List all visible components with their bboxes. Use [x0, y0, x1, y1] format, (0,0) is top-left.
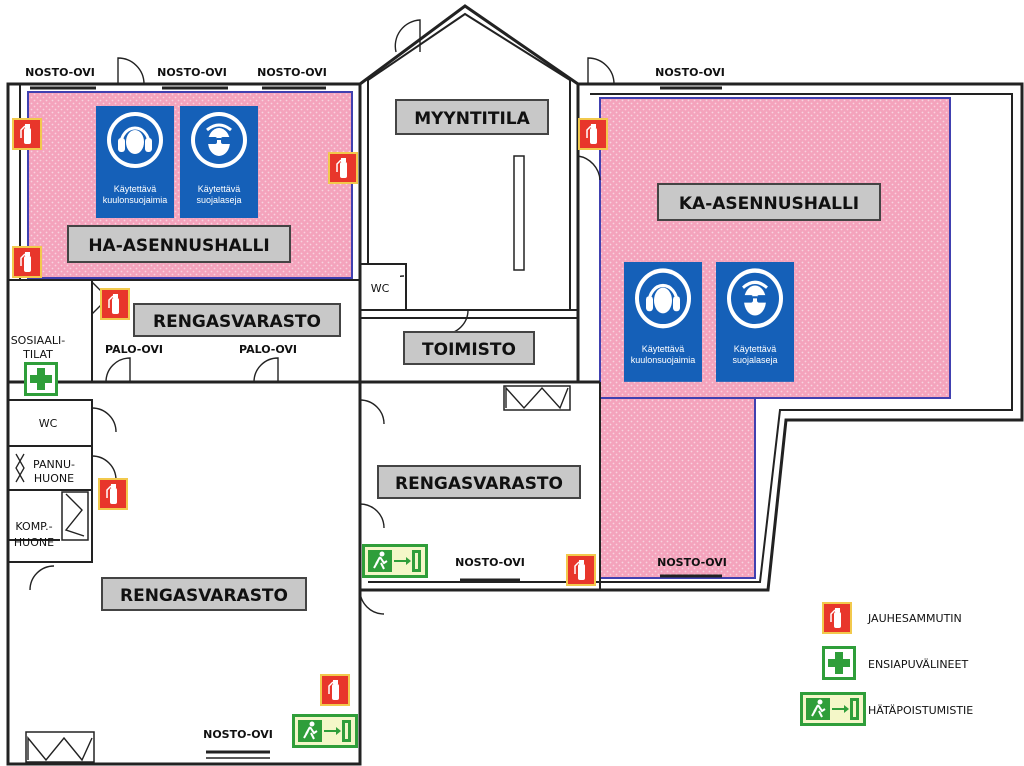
emergency-exit-icon	[291, 713, 359, 749]
svg-text:MYYNTITILA: MYYNTITILA	[414, 109, 530, 129]
first-aid-icon	[24, 362, 58, 396]
nosto-ovi-label-5: NOSTO-OVI	[455, 556, 525, 569]
toimisto-label: TOIMISTO	[403, 331, 535, 365]
legend-exit: HÄTÄPOISTUMISTIE	[799, 691, 973, 727]
svg-text:JAUHESAMMUTIN: JAUHESAMMUTIN	[867, 612, 962, 625]
emergency-exit-icon	[361, 543, 429, 579]
svg-text:suojalaseja: suojalaseja	[196, 195, 241, 205]
nosto-ovi-label-1: NOSTO-OVI	[25, 66, 95, 79]
sosiaalitilat-label-line1: SOSIAALI-	[11, 334, 66, 347]
legend-first-aid: ENSIAPUVÄLINEET	[822, 646, 968, 680]
fire-extinguisher-icon	[327, 151, 359, 185]
door-labels: NOSTO-OVI NOSTO-OVI NOSTO-OVI NOSTO-OVI …	[25, 66, 727, 741]
hearing-protection-sign-ha: Käytettävä kuulonsuojaimia	[94, 104, 176, 220]
rengasvarasto-lower-label: RENGASVARASTO	[101, 577, 307, 611]
wc-label-upper: WC	[364, 272, 400, 300]
svg-text:ENSIAPUVÄLINEET: ENSIAPUVÄLINEET	[868, 658, 968, 671]
nosto-ovi-label-4: NOSTO-OVI	[655, 66, 725, 79]
hearing-protection-sign-ka: Käytettävä kuulonsuojaimia	[622, 260, 704, 384]
walls	[6, 4, 1024, 766]
goggles-sign-ha: Käytettävä suojalaseja	[178, 104, 260, 220]
svg-text:Käytettävä: Käytettävä	[114, 184, 157, 194]
svg-text:kuulonsuojaimia: kuulonsuojaimia	[631, 355, 696, 365]
svg-text:RENGASVARASTO: RENGASVARASTO	[395, 474, 563, 494]
fire-extinguisher-icon	[97, 477, 129, 511]
goggles-sign-ka: Käytettävä suojalaseja	[714, 260, 796, 384]
room-labels: HA-ASENNUSHALLI KA-ASENNUSHALLI MYYNTITI…	[11, 99, 881, 611]
svg-text:kuulonsuojaimia: kuulonsuojaimia	[103, 195, 168, 205]
kompuhuone-label-line1: KOMP.-	[15, 520, 52, 533]
wc-label-lower: WC	[39, 417, 58, 430]
ha-hall-label: HA-ASENNUSHALLI	[67, 225, 291, 263]
svg-text:RENGASVARASTO: RENGASVARASTO	[153, 312, 321, 332]
nosto-ovi-label-7: NOSTO-OVI	[203, 728, 273, 741]
svg-text:suojalaseja: suojalaseja	[732, 355, 777, 365]
nosto-ovi-label-6: NOSTO-OVI	[657, 556, 727, 569]
myyntitila-label: MYYNTITILA	[395, 99, 549, 135]
svg-text:HA-ASENNUSHALLI: HA-ASENNUSHALLI	[88, 236, 269, 256]
fire-extinguisher-icon	[319, 673, 351, 707]
pannuhuone-label-line1: PANNU-	[33, 458, 75, 471]
svg-text:WC: WC	[371, 282, 390, 295]
palo-ovi-label-2: PALO-OVI	[239, 343, 297, 356]
nosto-ovi-label-3: NOSTO-OVI	[257, 66, 327, 79]
svg-text:Käytettävä: Käytettävä	[198, 184, 241, 194]
kompuhuone-label-line2: HUONE	[14, 536, 54, 549]
svg-text:TOIMISTO: TOIMISTO	[422, 340, 516, 360]
svg-text:RENGASVARASTO: RENGASVARASTO	[120, 586, 288, 606]
svg-text:Käytettävä: Käytettävä	[734, 344, 777, 354]
fire-extinguisher-icon	[565, 553, 597, 587]
svg-text:Käytettävä: Käytettävä	[642, 344, 685, 354]
fire-extinguisher-icon	[99, 287, 131, 321]
sosiaalitilat-label-line2: TILAT	[22, 348, 53, 361]
fire-extinguisher-icon	[11, 245, 43, 279]
rengasvarasto-middle-label: RENGASVARASTO	[377, 465, 581, 499]
fire-extinguisher-icon	[577, 117, 609, 151]
legend-extinguisher: JAUHESAMMUTIN	[821, 601, 962, 635]
ka-hall-label: KA-ASENNUSHALLI	[657, 183, 881, 221]
nosto-ovi-label-2: NOSTO-OVI	[157, 66, 227, 79]
rengasvarasto-upper-label: RENGASVARASTO	[133, 303, 341, 337]
palo-ovi-label-1: PALO-OVI	[105, 343, 163, 356]
legend: JAUHESAMMUTIN ENSIAPUVÄLINEET HÄTÄPOISTU…	[799, 601, 973, 727]
svg-text:KA-ASENNUSHALLI: KA-ASENNUSHALLI	[679, 194, 859, 214]
pannuhuone-label-line2: HUONE	[34, 472, 74, 485]
fire-extinguisher-icon	[11, 117, 43, 151]
svg-text:HÄTÄPOISTUMISTIE: HÄTÄPOISTUMISTIE	[868, 704, 973, 717]
